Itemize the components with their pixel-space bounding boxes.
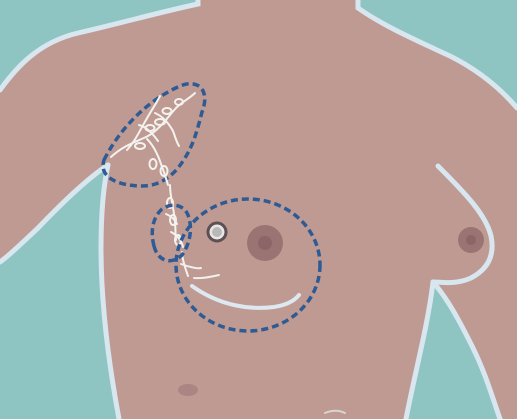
navel-mark — [178, 384, 198, 396]
left-nipple — [258, 236, 272, 250]
port-center — [212, 227, 222, 237]
right-nipple — [466, 235, 476, 245]
